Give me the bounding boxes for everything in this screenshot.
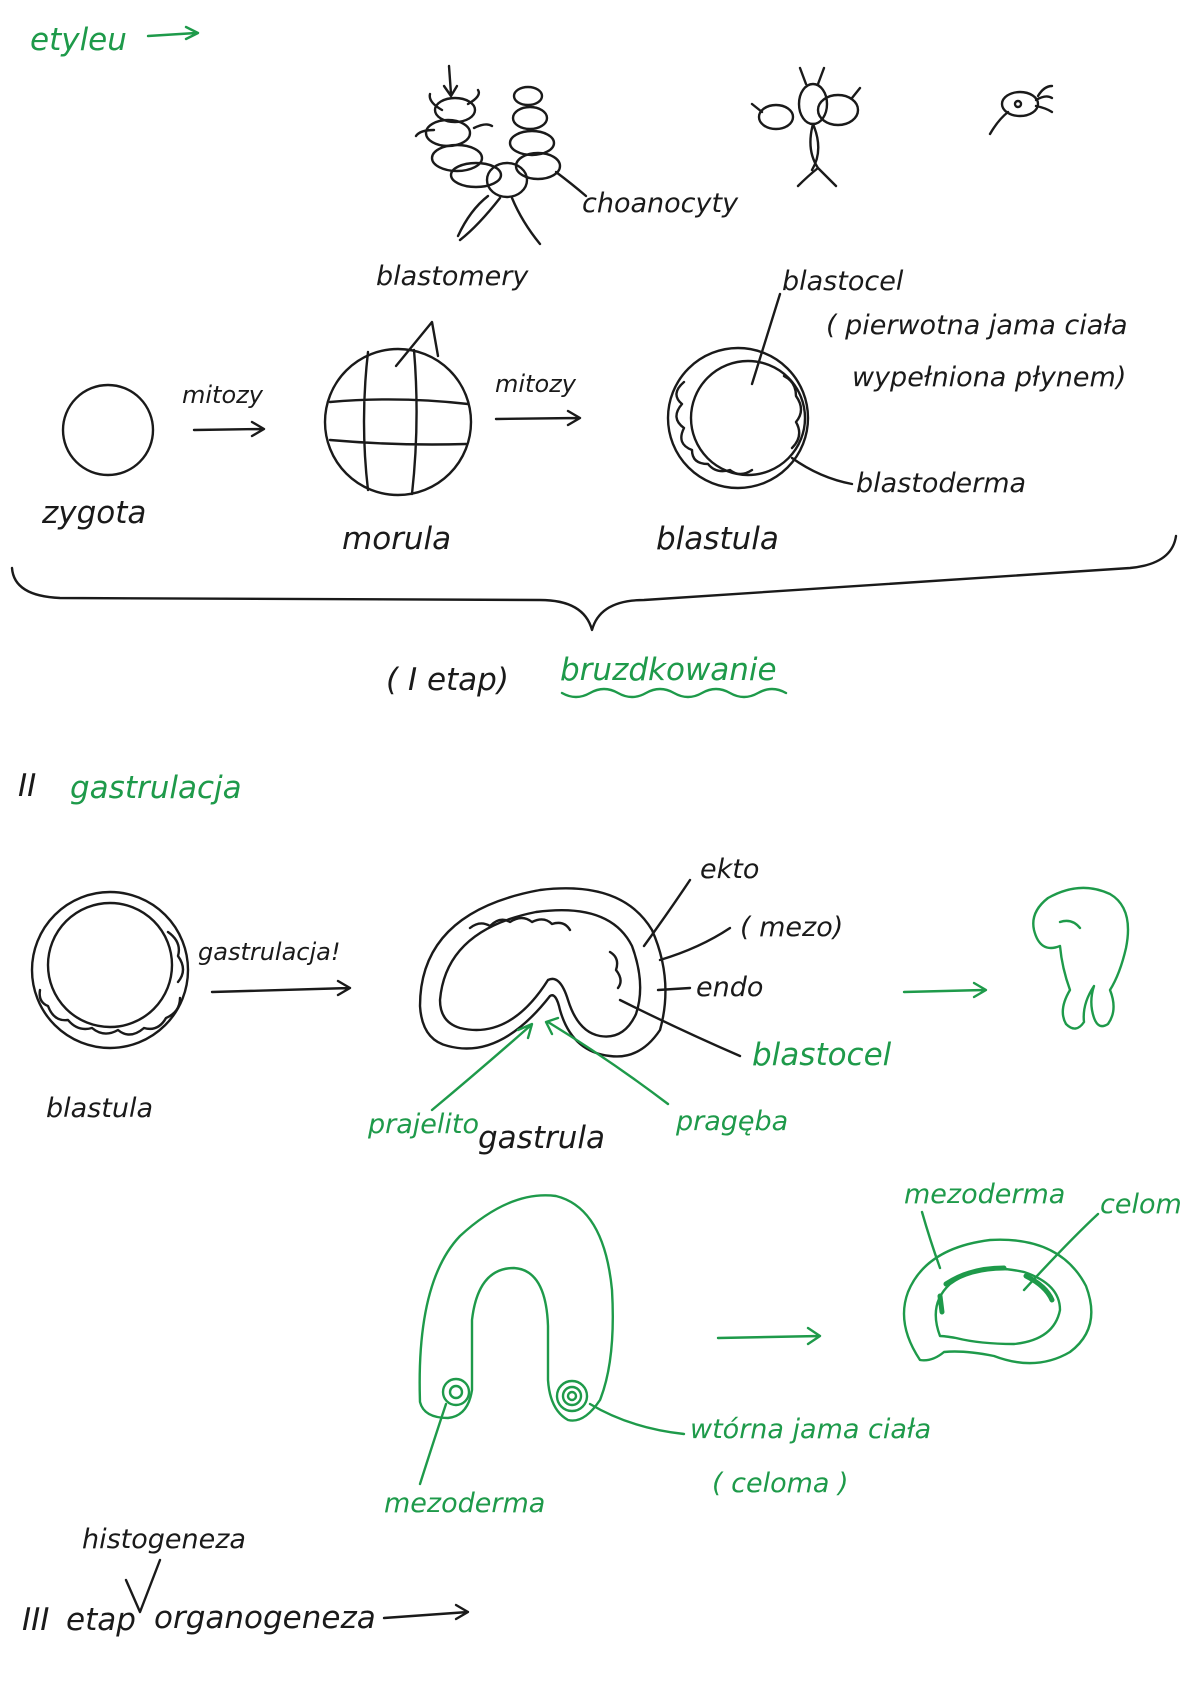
blastula-inner: [689, 359, 807, 477]
choanocyte-sketch: choanocyty: [414, 64, 1054, 246]
blastopore-pointer: [544, 1016, 670, 1106]
stage1-diagrams: blastomery zygota mitozy morula mitozy b…: [10, 261, 1178, 699]
blastula2-inner: [46, 901, 174, 1029]
header-arrow: [146, 25, 200, 41]
stage3-etap: etap: [66, 1602, 136, 1638]
coelom-pointer: [1022, 1212, 1100, 1292]
gastrulation-arrow-label: gastrulacja!: [198, 938, 341, 966]
stage3-numeral: III: [22, 1602, 49, 1638]
choanocytes-label: choanocyty: [582, 188, 739, 219]
header: etyleu: [30, 22, 200, 58]
archenteron-label: prajelito: [367, 1109, 479, 1140]
mesoderm-top-label: mezoderma: [904, 1179, 1065, 1210]
mesoderm-horseshoe: [418, 1194, 614, 1422]
gastrula-label: gastrula: [478, 1120, 605, 1156]
stage1-brace: [10, 534, 1178, 632]
blastula-label-1: blastula: [656, 521, 779, 557]
zygote-shape: [61, 383, 155, 477]
coelom-outer-ring: [902, 1238, 1093, 1365]
morula-shape: [323, 347, 473, 497]
secondary-cavity-label: wtórna jama ciała: [690, 1414, 931, 1445]
coelom-paren-label: ( celoma ): [712, 1468, 849, 1499]
stage2-title: gastrulacja: [70, 770, 242, 806]
coelom-arrow: [716, 1326, 822, 1346]
archenteron-pointer: [430, 1022, 534, 1112]
blastoderm-label: blastoderma: [856, 468, 1026, 499]
invagination-sketch: [1032, 886, 1130, 1030]
gastrula-inner: [438, 908, 642, 1038]
gastrula-outer: [418, 887, 667, 1058]
blastocoel-label-2: blastocel: [752, 1037, 892, 1073]
stage3: histogeneza III etap organogeneza: [22, 1524, 470, 1638]
stage1-label: ( I etap): [386, 662, 509, 698]
organogenesis-label: organogeneza: [154, 1600, 376, 1636]
morula-label: morula: [342, 521, 451, 557]
mitosis-label-2: mitozy: [495, 370, 577, 398]
histogenesis-caret: [124, 1558, 162, 1614]
blastomeres-label: blastomery: [376, 261, 529, 292]
blastocoel-note-2: wypełniona płynem): [852, 362, 1126, 393]
stage1-name: bruzdkowanie: [560, 652, 777, 688]
stage2: II gastrulacja blastula gastrulacja! ekt…: [18, 768, 1182, 1519]
blastocoel-label-1: blastocel: [782, 266, 904, 297]
blastula2-outer: [30, 890, 190, 1050]
stage2-numeral: II: [18, 768, 36, 804]
stage3-arrow: [382, 1603, 470, 1621]
horseshoe-mesoderm-pointer: [418, 1402, 448, 1486]
blastopore-label: pragęba: [675, 1106, 788, 1137]
coelom-top-label: celom: [1100, 1189, 1182, 1220]
stage1-name-underline: [560, 687, 788, 699]
horseshoe-cavity-pointer: [588, 1402, 686, 1436]
header-title: etyleu: [30, 22, 127, 58]
blastula-label-2: blastula: [46, 1093, 153, 1124]
mitosis-label-1: mitozy: [182, 381, 264, 409]
histogenesis-label: histogeneza: [82, 1524, 246, 1555]
stage2-right-arrow: [902, 981, 988, 999]
mitosis-arrow-2: [494, 409, 582, 427]
coelom-mesoderm-pointer: [920, 1210, 942, 1270]
blastula-outer: [666, 346, 810, 490]
mitosis-arrow-1: [192, 420, 266, 438]
ecto-label: ekto: [700, 854, 759, 885]
blastocoel-note-1: ( pierwotna jama ciała: [826, 310, 1128, 341]
endo-label: endo: [696, 972, 763, 1003]
mesoderm-bottom-label: mezoderma: [384, 1488, 545, 1519]
zygote-label: zygota: [41, 495, 146, 531]
mezo-label: ( mezo): [740, 912, 843, 943]
gastrulation-arrow: [210, 979, 352, 997]
